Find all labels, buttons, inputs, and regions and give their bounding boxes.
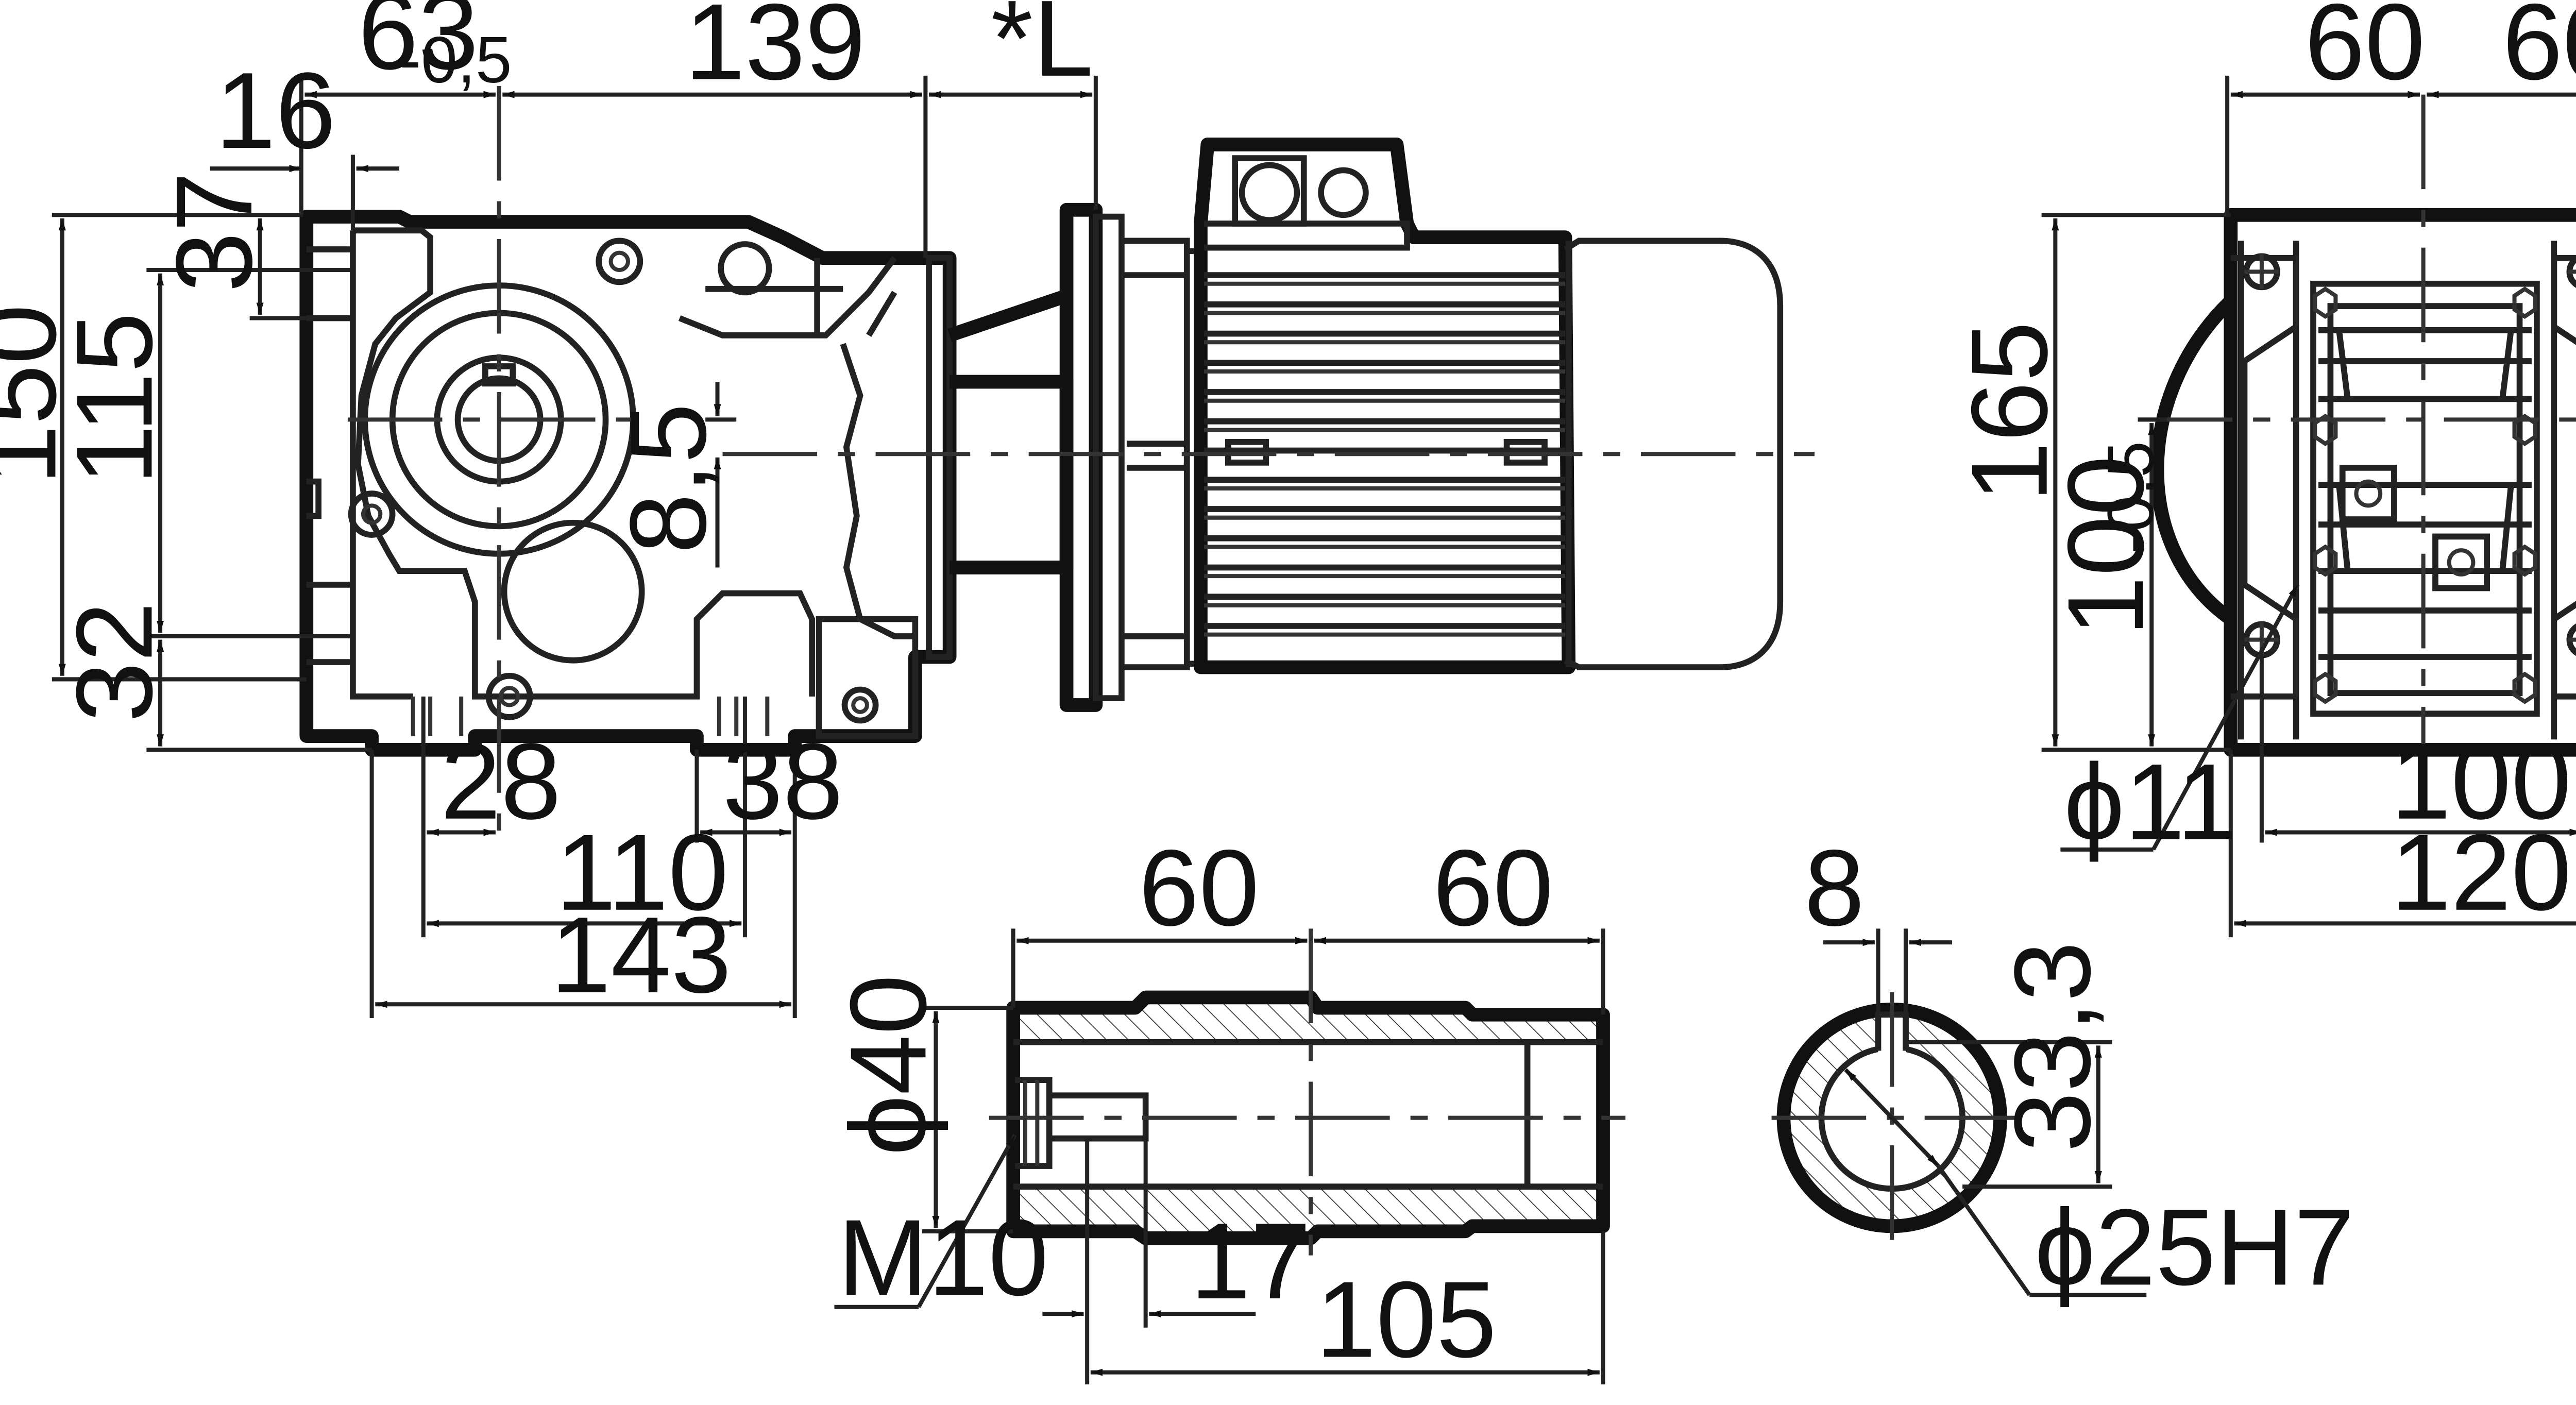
dim-end-60-right: 60 [2502, 0, 2576, 103]
dim-28: 28 [440, 721, 561, 842]
dim-m10: M10 [838, 1197, 1048, 1318]
motor-cooling-fins [1204, 272, 1566, 637]
dim-32: 32 [54, 602, 175, 722]
dim-110: 110 [556, 812, 728, 933]
front-view-dimensions: 63 -0,5 139 *L 16 37 150 115 32 8,5 28 3… [0, 0, 1098, 1018]
shaft-section-dimensions: 60 60 ϕ40 M10 17 105 [827, 827, 1605, 1384]
bore-section-dimensions: 8 33,3 ϕ25H7 [1804, 827, 2354, 1308]
dim-key-8: 8 [1804, 827, 1865, 949]
gearbox-end-view [2150, 208, 2576, 757]
dim-17: 17 [1190, 1200, 1311, 1322]
dim-33-3: 33,3 [1992, 941, 2113, 1152]
dim-100: 100 [2391, 721, 2571, 842]
dim-L: *L [991, 0, 1093, 99]
dim-143: 143 [551, 894, 732, 1015]
dim-phi40: ϕ40 [827, 974, 948, 1156]
dim-150: 150 [0, 304, 78, 485]
dim-shaft-60-right: 60 [1433, 827, 1553, 949]
hollow-shaft-section [1006, 990, 1610, 1245]
dim-end-60-left: 60 [2304, 0, 2425, 103]
end-view-dimensions: 60 60 165 100 -0,5 100 120 ϕ11 [1949, 0, 2576, 938]
dim-8-5: 8,5 [607, 403, 728, 553]
dim-16: 16 [215, 50, 336, 171]
motor-front-view [1059, 138, 1784, 712]
dim-phi25h7: ϕ25H7 [2035, 1187, 2354, 1308]
dim-100-height-tolerance: -0,5 [2094, 441, 2167, 554]
dim-165: 165 [1949, 321, 2070, 502]
dim-phi11: ϕ11 [2064, 741, 2237, 862]
dim-105: 105 [1316, 1259, 1497, 1380]
dim-120: 120 [2391, 812, 2571, 933]
dim-63: 63 [358, 0, 479, 92]
dim-115: 115 [54, 312, 175, 485]
dim-100-height: 100 [2045, 455, 2166, 636]
dim-63-tolerance: -0,5 [399, 23, 512, 96]
dim-139: 139 [685, 0, 866, 103]
dim-37: 37 [154, 172, 275, 293]
dim-38: 38 [723, 721, 843, 842]
dim-shaft-60-left: 60 [1139, 827, 1259, 949]
